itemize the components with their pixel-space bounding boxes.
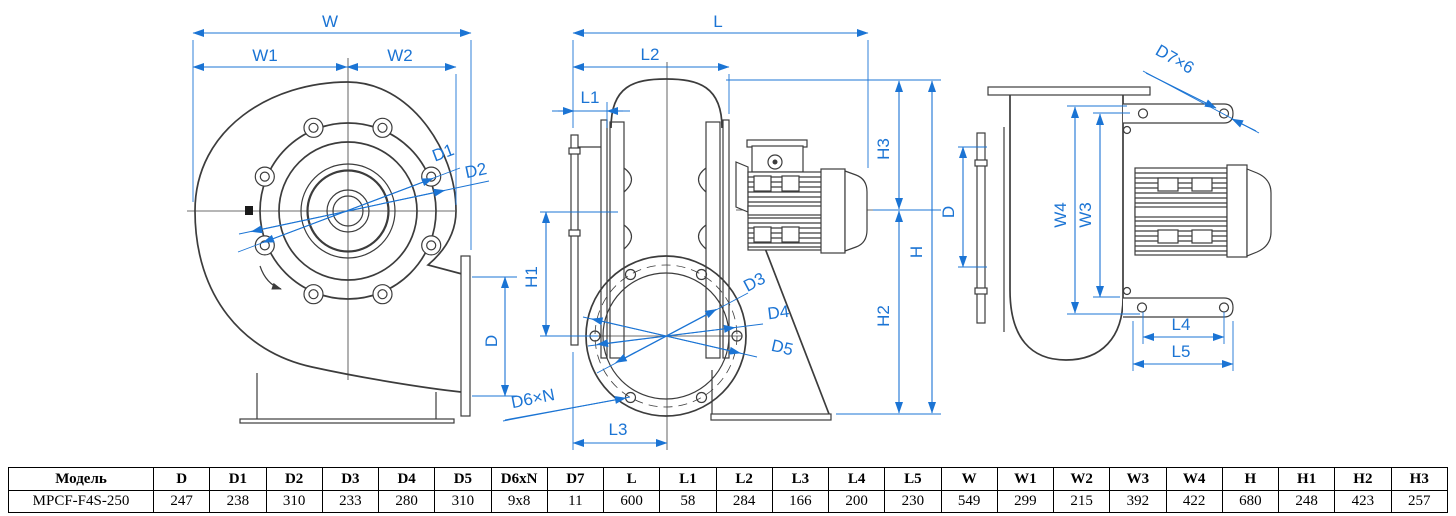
dim-label-d7: D7×6	[1152, 41, 1197, 78]
col-header: L5	[884, 467, 942, 491]
motor-side	[735, 139, 868, 254]
value-cell: 233	[321, 490, 380, 513]
rear-view: D W4 W3 D7×6 L4 L5	[939, 41, 1272, 371]
col-header: W4	[1165, 467, 1223, 491]
dim-label-d-outlet: D	[482, 335, 501, 347]
motor-rear	[1134, 164, 1272, 258]
value-cell: 248	[1277, 490, 1336, 513]
dim-label-h: H	[907, 246, 926, 258]
model-cell: MPCF-F4S-250	[8, 490, 154, 513]
dim-label-d4: D4	[766, 302, 790, 324]
front-dimensions: W W1 W2 D1 D2 D	[192, 12, 517, 397]
dim-label-w1: W1	[252, 46, 278, 65]
value-cell: 11	[546, 490, 605, 513]
dim-label-w: W	[322, 12, 338, 31]
col-header: D7	[546, 467, 605, 491]
value-cell: 9x8	[490, 490, 548, 513]
col-header: L	[602, 467, 661, 491]
dim-label-l: L	[713, 12, 722, 31]
side-view: L L2 L1 H1 D3 D4 D5 D6×N	[502, 12, 941, 450]
value-cell: 230	[884, 490, 942, 513]
dim-label-w2: W2	[387, 46, 413, 65]
col-header: L3	[771, 467, 830, 491]
col-header: D	[152, 467, 211, 491]
value-cell: 600	[602, 490, 661, 513]
col-header: W	[940, 467, 998, 491]
data-row: MPCF-F4S-250 247 238 310 233 280 310 9x8…	[8, 490, 1448, 513]
value-cell: 680	[1221, 490, 1280, 513]
value-cell: 166	[771, 490, 830, 513]
col-header: D5	[434, 467, 492, 491]
value-cell: 58	[659, 490, 717, 513]
col-header: L2	[715, 467, 773, 491]
value-cell: 392	[1109, 490, 1167, 513]
dim-label-l5: L5	[1172, 342, 1191, 361]
dim-label-l2: L2	[641, 45, 660, 64]
value-cell: 257	[1390, 490, 1448, 513]
col-header: H2	[1334, 467, 1392, 491]
col-header: D6xN	[490, 467, 548, 491]
col-header: D4	[377, 467, 436, 491]
marker-square	[245, 206, 253, 215]
dim-label-d6n: D6×N	[510, 385, 557, 412]
dimension-table: Модель D D1 D2 D3 D4 D5 D6xN D7 L L1 L2 …	[8, 467, 1448, 513]
value-cell: 284	[715, 490, 773, 513]
value-cell: 310	[434, 490, 492, 513]
col-header-model: Модель	[8, 467, 154, 491]
col-header: H	[1221, 467, 1280, 491]
value-cell: 247	[152, 490, 211, 513]
dim-label-d5: D5	[770, 336, 795, 359]
value-cell: 422	[1165, 490, 1223, 513]
col-header: D2	[265, 467, 323, 491]
value-cell: 310	[265, 490, 323, 513]
dim-label-w3: W3	[1076, 202, 1095, 228]
col-header: L1	[659, 467, 717, 491]
dim-label-l1: L1	[581, 88, 600, 107]
dim-label-h2: H2	[874, 305, 893, 327]
header-row: Модель D D1 D2 D3 D4 D5 D6xN D7 L L1 L2 …	[8, 467, 1448, 491]
dim-label-d2: D2	[463, 159, 488, 182]
col-header: W1	[996, 467, 1055, 491]
rotation-arrow-icon	[259, 265, 282, 290]
dim-label-h3: H3	[874, 138, 893, 160]
outlet-flange	[460, 255, 471, 417]
col-header: D3	[321, 467, 380, 491]
value-cell: 549	[940, 490, 998, 513]
col-header: L4	[827, 467, 886, 491]
col-header: D1	[209, 467, 267, 491]
dim-label-w4: W4	[1051, 202, 1070, 228]
value-cell: 215	[1052, 490, 1111, 513]
technical-drawing: W W1 W2 D1 D2 D	[187, 12, 1272, 450]
col-header: W3	[1109, 467, 1167, 491]
value-cell: 280	[377, 490, 436, 513]
dim-label-d3: D3	[740, 269, 768, 296]
value-cell: 299	[996, 490, 1055, 513]
col-header: H1	[1277, 467, 1336, 491]
front-view: W W1 W2 D1 D2 D	[187, 12, 517, 424]
value-cell: 238	[209, 490, 267, 513]
dim-label-d-rear: D	[939, 206, 958, 218]
dim-label-d1: D1	[430, 140, 457, 165]
dim-label-l3: L3	[609, 420, 628, 439]
drawing-canvas: W W1 W2 D1 D2 D	[187, 12, 1272, 450]
value-cell: 200	[827, 490, 886, 513]
dim-label-l4: L4	[1172, 315, 1191, 334]
col-header: W2	[1052, 467, 1111, 491]
dim-label-h1: H1	[522, 266, 541, 288]
value-cell: 423	[1334, 490, 1392, 513]
col-header: H3	[1390, 467, 1448, 491]
